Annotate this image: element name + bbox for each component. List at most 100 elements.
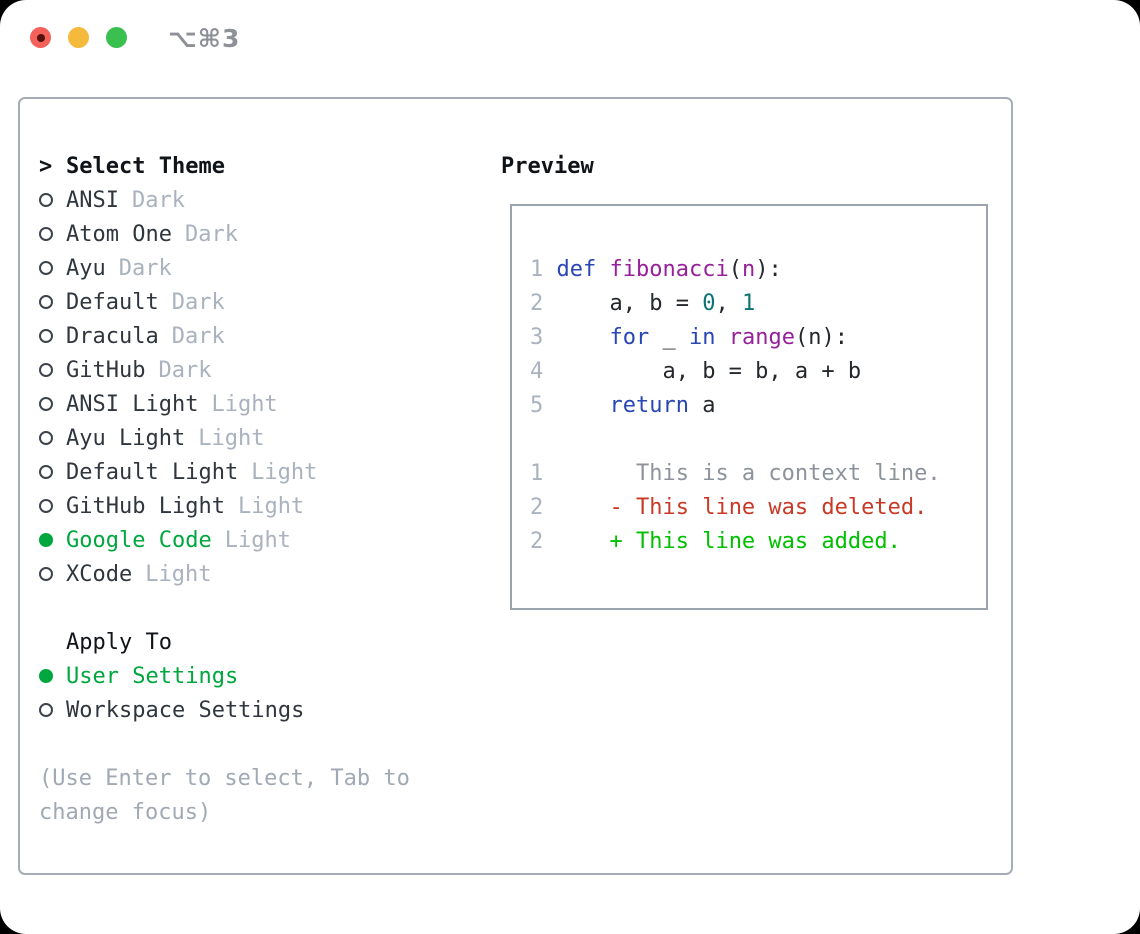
apply-to-options-list: User Settings Workspace Settings [39,659,410,727]
option-label: Default [66,289,159,315]
line-number: 1 [530,256,544,282]
option-label: User Settings [66,663,239,689]
preview-title: Preview [501,153,594,179]
code-token [596,257,609,282]
close-dot-icon [36,33,45,42]
code-line: 1 def fibonacci(n): [530,252,984,286]
theme-option-github-light[interactable]: GitHub Light Light [39,489,410,523]
code-token [715,325,728,350]
radio-icon [39,567,53,581]
theme-variant-tag: Dark [131,187,185,213]
option-label: Ayu Light [66,425,186,451]
theme-variant-tag: Light [145,561,212,587]
theme-option-atom-one[interactable]: Atom One Dark [39,217,410,251]
theme-variant-tag: Dark [171,289,225,315]
line-number: 2 [530,528,544,554]
radio-icon [39,329,53,343]
radio-icon [39,295,53,309]
space [543,393,556,418]
code-token: a, b = b, a + b [556,358,862,384]
theme-option-google-code[interactable]: Google Code Light [39,523,410,557]
radio-icon [39,465,53,479]
theme-option-ansi-light[interactable]: ANSI Light Light [39,387,410,421]
option-label: Ayu [66,255,106,281]
radio-icon [39,363,53,377]
radio-icon [39,499,53,513]
blank-line [530,422,984,456]
theme-option-default[interactable]: Default Dark [39,285,410,319]
option-label: GitHub [66,357,146,383]
apply-option-workspace-settings[interactable]: Workspace Settings [39,693,410,727]
diff-line-deleted: 2 - This line was deleted. [530,490,984,524]
theme-option-ansi[interactable]: ANSI Dark [39,183,410,217]
theme-option-ayu-light[interactable]: Ayu Light Light [39,421,410,455]
code-line: 2 a, b = 0, 1 [530,286,984,320]
theme-option-github[interactable]: GitHub Dark [39,353,410,387]
window-title: ⌥⌘3 [168,24,241,53]
theme-option-xcode[interactable]: XCode Light [39,557,410,591]
code-token: ): [755,256,782,282]
space [543,529,609,554]
line-number: 4 [530,358,544,384]
code-token: in [688,324,716,350]
code-token: 1 [741,290,756,316]
apply-option-user-settings[interactable]: User Settings [39,659,410,693]
code-line: 4 a, b = b, a + b [530,354,984,388]
line-number: 2 [530,290,544,316]
code-token [557,393,610,418]
theme-option-default-light[interactable]: Default Light Light [39,455,410,489]
theme-variant-tag: Light [251,459,318,485]
option-label: Google Code [66,527,212,553]
minimize-button[interactable] [68,27,89,48]
space [543,359,556,384]
spacer [39,591,410,625]
close-button[interactable] [30,27,51,48]
diff-line-added: 2 + This line was added. [530,524,984,558]
theme-option-dracula[interactable]: Dracula Dark [39,319,410,353]
code-token: n [741,256,756,282]
code-token: def [556,256,597,282]
space [543,291,556,316]
radio-icon [39,261,53,275]
code-token: a, b = [556,290,703,316]
radio-icon [39,397,53,411]
code-token [557,325,610,350]
hint-text-line2: change focus) [39,799,212,825]
theme-variant-tag: Light [211,391,278,417]
code-token: (n): [794,324,848,350]
theme-option-ayu[interactable]: Ayu Dark [39,251,410,285]
theme-variant-tag: Light [237,493,305,519]
space [543,495,609,520]
diff-line-context: 1 This is a context line. [530,456,984,490]
maximize-button[interactable] [106,27,127,48]
space [543,461,636,486]
radio-icon [39,703,53,717]
theme-variant-tag: Dark [171,323,225,349]
titlebar: ⌥⌘3 [0,0,1140,74]
prompt-icon: > [39,153,53,179]
radio-icon [39,669,53,683]
option-label: ANSI [66,187,119,213]
code-line: 3 for _ in range(n): [530,320,984,354]
spacer [39,727,410,761]
line-number: 2 [530,494,544,520]
code-token: ( [728,256,742,282]
theme-variant-tag: Dark [118,255,172,281]
code-token: range [728,324,795,350]
diff-text: - This line was deleted. [609,494,928,520]
theme-picker-panel: > Select Theme ANSI Dark Atom One Dark A… [18,97,1013,875]
option-label: ANSI Light [66,391,199,417]
space [543,325,556,350]
radio-icon [39,431,53,445]
code-token: _ [649,324,689,350]
option-label: GitHub Light [66,493,225,519]
code-line: 5 return a [530,388,984,422]
diff-text: This is a context line. [635,460,941,486]
radio-icon [39,193,53,207]
theme-variant-tag: Dark [184,221,238,247]
select-theme-header: > Select Theme [39,149,410,183]
radio-icon [39,533,53,547]
hint-text-line1: (Use Enter to select, Tab to [39,765,410,791]
